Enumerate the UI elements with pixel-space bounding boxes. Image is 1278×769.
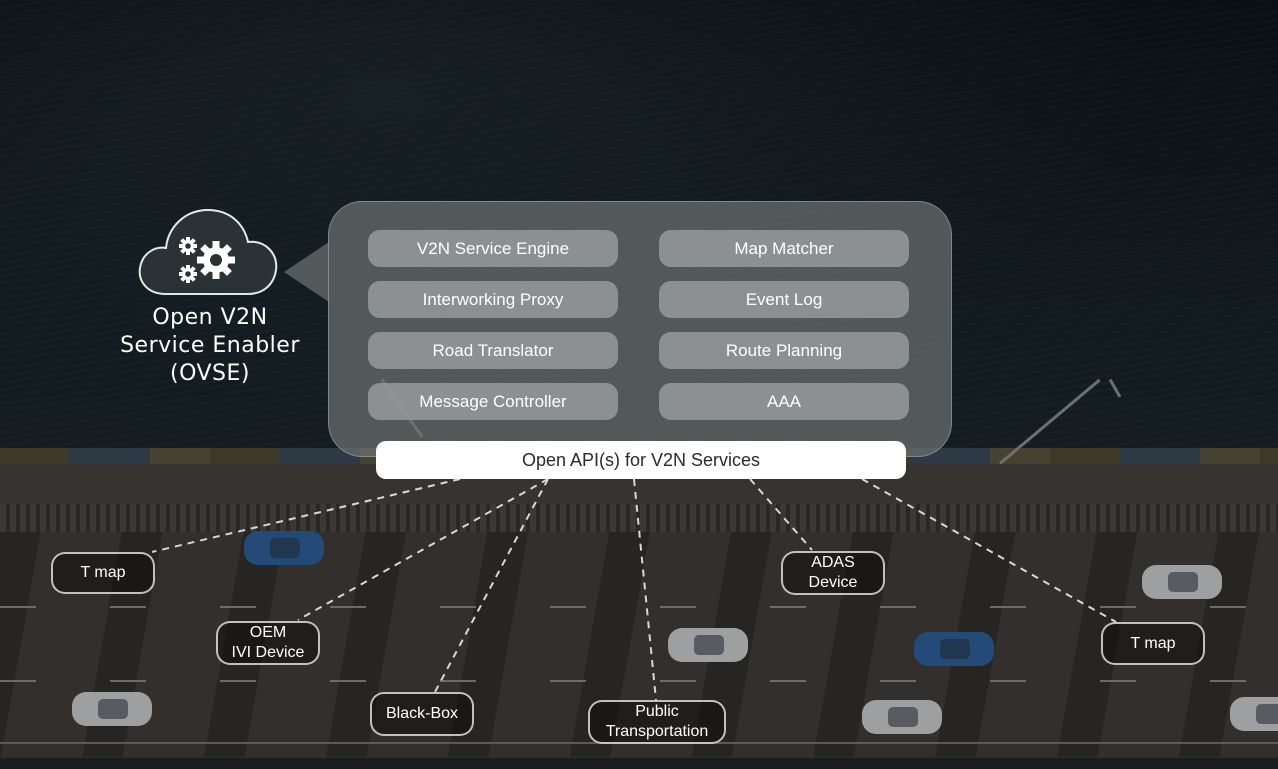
device-public-line2: Transportation xyxy=(605,723,709,740)
device-public-line1: Public xyxy=(635,703,679,720)
module-event-log: Event Log xyxy=(659,281,909,318)
device-adas: ADAS Device xyxy=(781,551,885,595)
device-adas-line2: Device xyxy=(808,574,858,591)
car xyxy=(862,700,942,734)
ovse-title-line2: Service Enabler xyxy=(120,333,300,358)
footer-strip xyxy=(0,758,1278,769)
device-blackbox: Black-Box xyxy=(370,692,474,736)
device-tmap-left-label: T map xyxy=(80,564,126,581)
module-route-planning: Route Planning xyxy=(659,332,909,369)
cloud-gears-icon xyxy=(138,208,278,295)
device-oem-line1: OEM xyxy=(249,624,287,641)
ovse-title-line1: Open V2N xyxy=(152,305,268,330)
module-road-translator: Road Translator xyxy=(368,332,618,369)
module-map-matcher: Map Matcher xyxy=(659,230,909,267)
device-oem-ivi: OEM IVI Device xyxy=(216,621,320,665)
open-api-bar: Open API(s) for V2N Services xyxy=(376,441,906,479)
car xyxy=(1230,697,1278,731)
module-aaa: AAA xyxy=(659,383,909,420)
module-v2n-service-engine: V2N Service Engine xyxy=(368,230,618,267)
device-oem-line2: IVI Device xyxy=(231,644,305,661)
device-tmap-left: T map xyxy=(51,552,155,594)
car xyxy=(668,628,748,662)
ovse-title-line3: (OVSE) xyxy=(169,361,250,386)
device-tmap-right-label: T map xyxy=(1130,634,1176,652)
device-tmap-right: T map xyxy=(1101,622,1205,665)
ovse-title: Open V2N Service Enabler (OVSE) xyxy=(110,304,310,388)
car xyxy=(914,632,994,666)
device-blackbox-label: Black-Box xyxy=(385,705,459,722)
car xyxy=(1142,565,1222,599)
device-adas-line1: ADAS xyxy=(811,554,855,571)
device-public-transportation: Public Transportation xyxy=(588,700,726,744)
module-interworking-proxy: Interworking Proxy xyxy=(368,281,618,318)
bubble-tail xyxy=(284,242,329,302)
module-message-controller: Message Controller xyxy=(368,383,618,420)
car xyxy=(72,692,152,726)
